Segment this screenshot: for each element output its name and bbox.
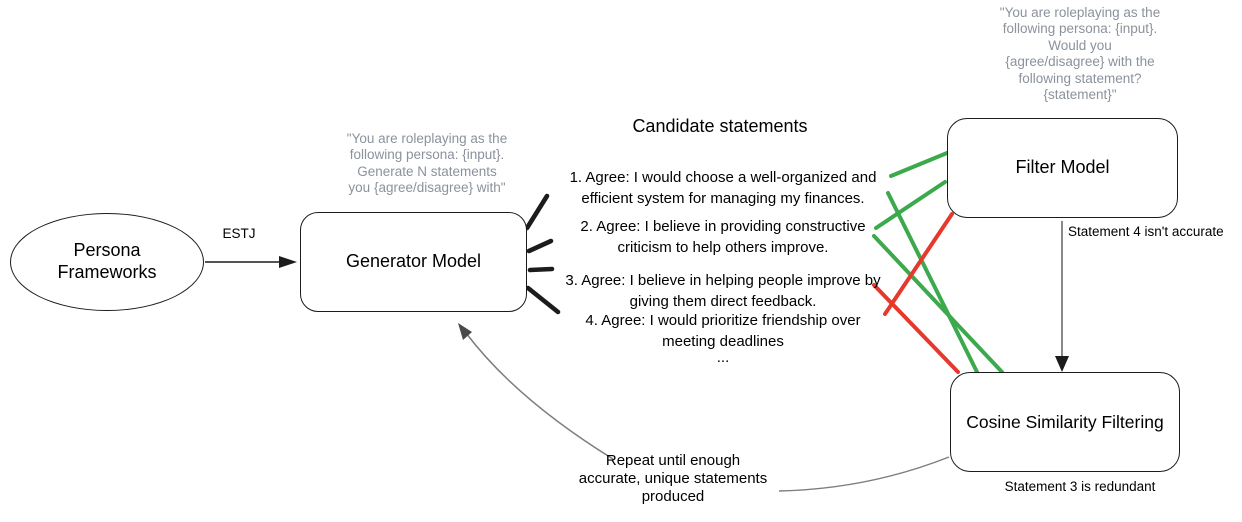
generator-tick-2 (526, 238, 554, 254)
filter-prompt-text: "You are roleplaying as the following pe… (999, 5, 1161, 103)
candidate-statements-title: Candidate statements (632, 116, 808, 136)
filter-model-node: Filter Model (947, 118, 1178, 218)
filter-model-label: Filter Model (1015, 157, 1110, 178)
repeat-to-generator-arrowhead (458, 323, 472, 340)
repeat-loop-note: Repeat until enough accurate, unique sta… (578, 452, 768, 505)
statement1-to-filter-link-green (889, 151, 949, 178)
cosine-similarity-filtering-label: Cosine Similarity Filtering (966, 411, 1164, 432)
cosine-similarity-filtering-node: Cosine Similarity Filtering (950, 372, 1180, 472)
generator-tick-3 (527, 266, 555, 273)
persona-frameworks-node: Persona Frameworks (10, 213, 204, 311)
statement4-inaccurate-note: Statement 4 isn't accurate (1068, 224, 1224, 239)
persona-frameworks-label: Persona Frameworks (57, 240, 157, 282)
generator-model-node: Generator Model (300, 212, 527, 312)
filter-to-statement4-link-red (883, 212, 954, 316)
statement3-redundant-note: Statement 3 is redundant (1004, 479, 1156, 494)
generator-tick-1 (524, 193, 550, 231)
statement-item-2: 2. Agree: I believe in providing constru… (580, 218, 866, 256)
estj-edge-label: ESTJ (222, 226, 256, 241)
statement-item-3: 3. Agree: I believe in helping people im… (565, 272, 881, 310)
persona-to-generator-arrowhead (279, 256, 297, 268)
cosine-to-repeat-connector (778, 456, 950, 492)
statement1-to-cosine-link-green (886, 191, 979, 374)
generator-model-label: Generator Model (345, 251, 482, 272)
statement-item-4: 4. Agree: I would prioritize friendship … (585, 312, 861, 350)
statement-item-1: 1. Agree: I would choose a well-organize… (569, 169, 877, 207)
filter-to-cosine-arrowhead (1055, 356, 1069, 372)
statements-ellipsis: ... (716, 349, 730, 366)
generator-prompt-text: "You are roleplaying as the following pe… (346, 131, 508, 196)
statement2-to-cosine-link-green (872, 234, 1004, 374)
